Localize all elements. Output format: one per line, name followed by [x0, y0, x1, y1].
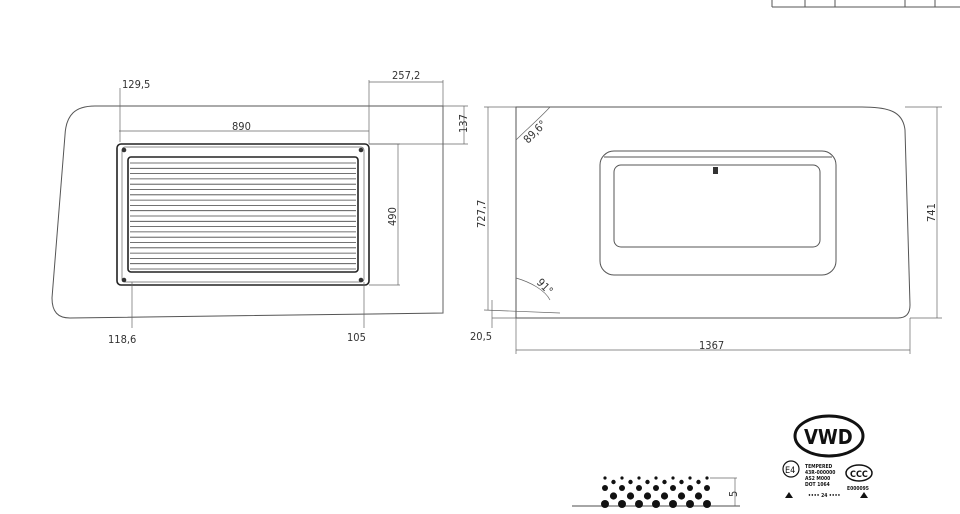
mounting-hole — [121, 277, 127, 283]
ceramic-dot — [603, 476, 607, 480]
ceramic-dot — [620, 476, 624, 480]
ceramic-dot — [611, 479, 616, 485]
mounting-hole — [121, 147, 127, 153]
dim-741: 741 — [925, 203, 938, 222]
ccc-mark-icon — [845, 464, 873, 482]
dim-1367: 1367 — [699, 339, 724, 352]
e-mark: E4 — [785, 466, 795, 476]
ceramic-dot — [687, 485, 693, 491]
ceramic-dot — [637, 476, 641, 480]
mounting-hole — [358, 277, 364, 283]
glass-marking: VWD E4 TEMPERED 43R-000000 AS2 M000 DOT … — [782, 414, 873, 499]
angle-89-6: 89,6° — [521, 118, 549, 146]
ceramic-dot — [679, 479, 684, 485]
triangle-icon — [860, 492, 868, 498]
ceramic-dot — [626, 492, 635, 500]
dim-137: 137 — [457, 114, 470, 133]
ceramic-dot — [618, 500, 626, 508]
dim-5: 5 — [727, 491, 740, 497]
svg-text:CCC: CCC — [850, 470, 868, 480]
ceramic-dot-band: 5 — [572, 476, 740, 508]
ceramic-dot — [652, 500, 660, 508]
ceramic-dot — [696, 479, 701, 485]
ceramic-dot — [636, 485, 642, 491]
svg-text:TEMPERED: TEMPERED — [805, 464, 833, 470]
ceramic-dot — [619, 485, 625, 491]
window-pane — [613, 164, 821, 248]
left-view-dimensions: 129,5 890 257,2 137 490 118,6 105 — [108, 69, 470, 346]
dim-257-2: 257,2 — [392, 69, 420, 82]
ceramic-dot — [677, 492, 686, 500]
ceramic-dot — [669, 500, 677, 508]
dim-890: 890 — [232, 120, 251, 133]
ceramic-dot — [628, 479, 633, 485]
svg-text:E000095: E000095 — [847, 486, 869, 492]
right-view-dimensions: 727,7 741 20,5 1367 — [470, 106, 942, 354]
left-view-glass — [51, 105, 444, 319]
mounting-hole — [358, 147, 364, 153]
ceramic-dot — [688, 476, 692, 480]
logo-text: VWD — [804, 425, 853, 449]
ceramic-dot — [635, 500, 643, 508]
ceramic-dot — [686, 500, 694, 508]
right-view-glass: 89,6° 91° — [515, 106, 911, 319]
pane-logo-mark — [713, 167, 718, 174]
ceramic-dot — [694, 492, 703, 500]
title-block-fragment — [771, 0, 960, 8]
triangle-icon — [785, 492, 793, 498]
ceramic-dot — [704, 485, 710, 491]
dim-20-5: 20,5 — [470, 330, 492, 343]
ceramic-dot — [653, 485, 659, 491]
dim-105: 105 — [347, 331, 366, 344]
ceramic-dot — [660, 492, 669, 500]
svg-text:AS2 M000: AS2 M000 — [805, 476, 830, 482]
ceramic-dot — [705, 476, 709, 480]
e-mark-icon — [782, 460, 800, 478]
dim-727-7: 727,7 — [475, 200, 488, 228]
ceramic-dot — [671, 476, 675, 480]
ceramic-dot — [643, 492, 652, 500]
vent-louvres — [127, 156, 359, 273]
ceramic-dot — [645, 479, 650, 485]
svg-text:43R-000000: 43R-000000 — [805, 470, 835, 476]
ceramic-dot — [703, 500, 711, 508]
ceramic-dot — [601, 500, 609, 508]
svg-text:•••• 24 ••••: •••• 24 •••• — [808, 493, 841, 499]
dim-129-5: 129,5 — [122, 78, 150, 91]
svg-text:DOT 1064: DOT 1064 — [805, 482, 830, 488]
vwd-logo — [793, 414, 865, 458]
angle-91: 91° — [534, 276, 556, 298]
dim-118-6: 118,6 — [108, 333, 136, 346]
ceramic-dot — [670, 485, 676, 491]
ceramic-dot — [602, 485, 608, 491]
sliding-window — [599, 150, 837, 276]
ceramic-dot — [654, 476, 658, 480]
ceramic-dot — [662, 479, 667, 485]
vent-frame — [116, 143, 370, 286]
ceramic-dot — [609, 492, 618, 500]
dim-490: 490 — [386, 207, 399, 226]
